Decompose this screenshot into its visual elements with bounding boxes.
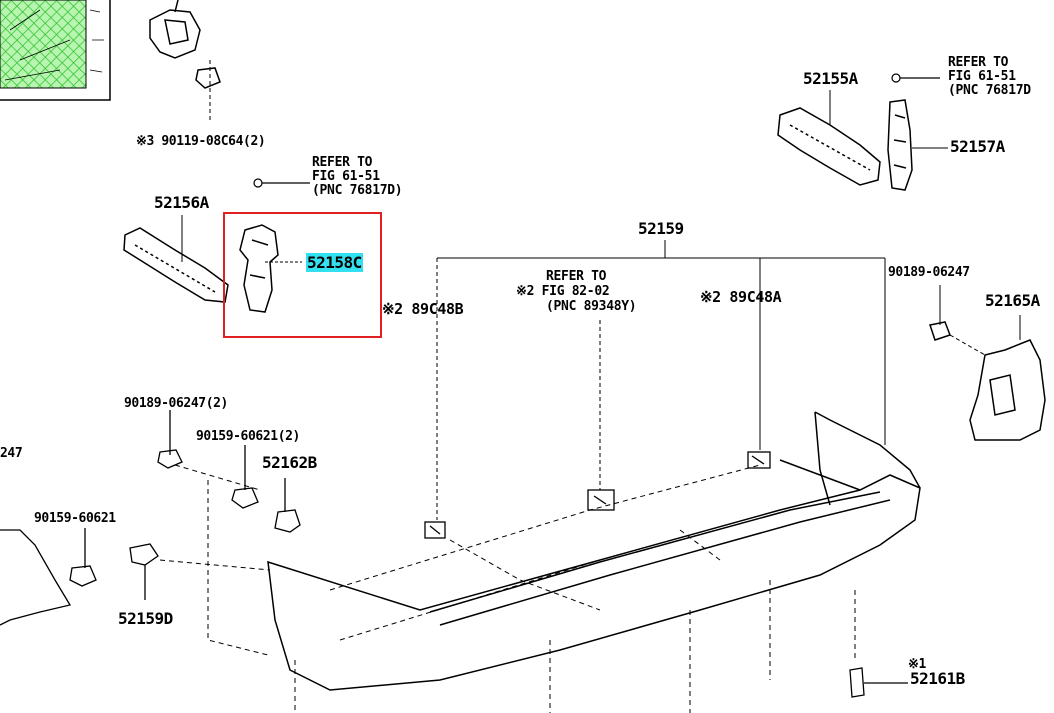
bolt-52159d[interactable] [129, 543, 159, 600]
bolt-90159-left[interactable] [69, 528, 97, 587]
bracket-52157a[interactable] [887, 99, 948, 191]
clip-89c48b[interactable] [424, 521, 446, 539]
label-refer-top-2[interactable]: FIG 61-51 [312, 169, 380, 184]
label-52158c-highlight[interactable]: 52158C [306, 253, 363, 272]
label-90189-06247-2[interactable]: 90189-06247(2) [124, 396, 228, 411]
label-52157a[interactable]: 52157A [950, 137, 1005, 156]
label-refer-mid-2[interactable]: ※2 FIG 82-02 [516, 284, 610, 299]
label-52158c[interactable]: 52158C [306, 253, 363, 272]
label-52155a[interactable]: 52155A [803, 69, 858, 88]
label-52161b-mark: ※1 [908, 657, 926, 672]
label-refer-right-3: (PNC 76817D [948, 83, 1031, 98]
clip-refer-right[interactable] [891, 73, 940, 83]
label-refer-top-3: (PNC 76817D) [312, 183, 403, 198]
bolt-90189[interactable] [157, 410, 183, 469]
label-90159-60621-2[interactable]: 90159-60621(2) [196, 429, 300, 444]
clip-refer-top[interactable] [253, 178, 310, 188]
label-52162b[interactable]: 52162B [262, 453, 317, 472]
bracket-52158c[interactable] [239, 224, 302, 313]
label-52165a[interactable]: 52165A [985, 291, 1040, 310]
label-52159[interactable]: 52159 [638, 219, 684, 238]
label-52161b[interactable]: 52161B [910, 669, 965, 688]
bracket-52165a[interactable] [929, 285, 1046, 441]
bracket-52155a[interactable] [777, 90, 881, 186]
label-refer-top-1: REFER TO [312, 155, 373, 170]
minimap-thumbnail[interactable] [0, 0, 111, 101]
bumper-cover-52159[interactable] [267, 411, 921, 691]
bolt-90159[interactable] [231, 445, 259, 509]
leader-52159 [436, 240, 886, 520]
bracket-left-partial[interactable] [0, 529, 72, 626]
label-90119-08c64[interactable]: ※3 90119-08C64(2) [136, 134, 266, 149]
label-52159d[interactable]: 52159D [118, 609, 173, 628]
top-bracket-part[interactable] [149, 0, 221, 120]
label-refer-mid-3: (PNC 89348Y) [546, 299, 637, 314]
label-refer-mid-1: REFER TO [546, 269, 607, 284]
clip-89c48a[interactable] [747, 451, 771, 469]
label-247[interactable]: 247 [0, 446, 23, 461]
label-52156a[interactable]: 52156A [154, 193, 209, 212]
label-refer-right-1: REFER TO [948, 55, 1009, 70]
label-89c48b[interactable]: ※2 89C48B [382, 300, 464, 318]
label-refer-right-2[interactable]: FIG 61-51 [948, 69, 1016, 84]
bracket-52156a[interactable] [123, 215, 229, 303]
fastener-52161b[interactable] [849, 667, 908, 698]
label-89c48a[interactable]: ※2 89C48A [700, 288, 782, 306]
label-90189-06247-right[interactable]: 90189-06247 [888, 265, 970, 280]
clip-refer-mid[interactable] [587, 489, 615, 511]
label-90159-60621-left[interactable]: 90159-60621 [34, 511, 116, 526]
selection-box [223, 212, 382, 338]
cap-52162b[interactable] [274, 478, 301, 533]
